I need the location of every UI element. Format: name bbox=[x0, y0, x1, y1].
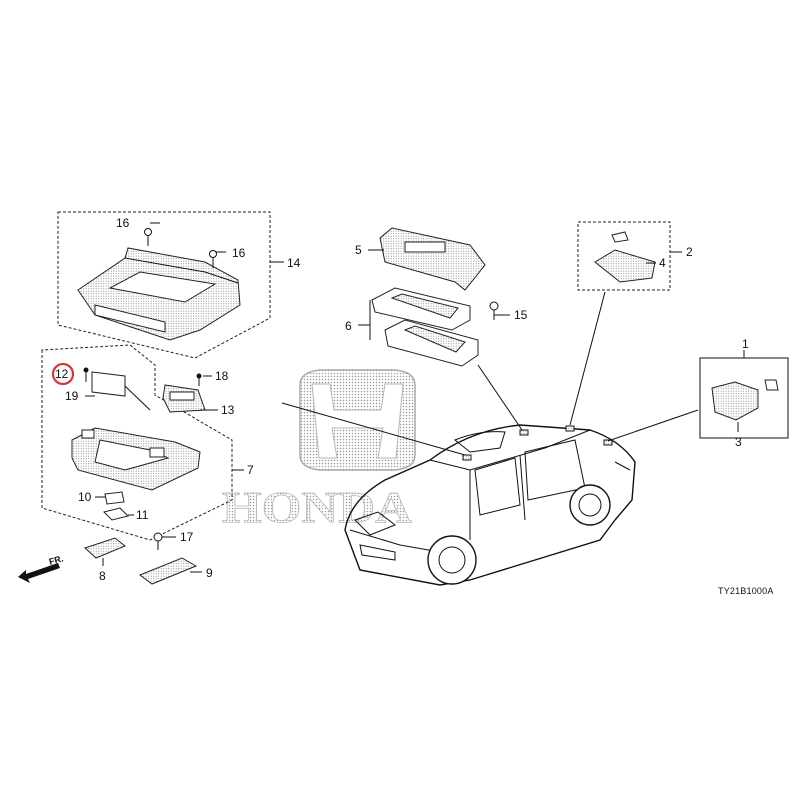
honda-logo-watermark bbox=[299, 369, 416, 471]
clip-icon-top bbox=[144, 228, 152, 236]
overhead-console-group bbox=[57, 211, 271, 359]
center-lamp-group bbox=[371, 227, 499, 367]
callout-10[interactable]: 10 bbox=[78, 490, 92, 504]
vanity-lamp-group bbox=[699, 357, 789, 439]
callout-5[interactable]: 5 bbox=[355, 243, 362, 257]
callout-16-top[interactable]: 16 bbox=[116, 216, 130, 230]
callout-12[interactable]: 12 bbox=[55, 367, 69, 381]
callout-18[interactable]: 18 bbox=[215, 369, 229, 383]
console-unit-group bbox=[41, 344, 233, 541]
clip-icon-right bbox=[209, 250, 217, 258]
callout-15[interactable]: 15 bbox=[514, 308, 528, 322]
callout-7[interactable]: 7 bbox=[247, 463, 254, 477]
diagram-code: TY21B1000A bbox=[718, 586, 774, 596]
part-8-light bbox=[84, 537, 126, 559]
map-light-group bbox=[577, 221, 671, 291]
callout-19[interactable]: 19 bbox=[65, 389, 79, 403]
callout-2[interactable]: 2 bbox=[686, 245, 693, 259]
leader-lines bbox=[85, 222, 745, 573]
part-9-light bbox=[138, 557, 198, 585]
callout-3[interactable]: 3 bbox=[735, 435, 742, 449]
screw-17 bbox=[153, 532, 163, 550]
callout-13[interactable]: 13 bbox=[221, 403, 235, 417]
callout-12-highlight bbox=[51, 362, 75, 386]
callout-17[interactable]: 17 bbox=[180, 530, 194, 544]
honda-wordmark: HONDA bbox=[222, 483, 412, 532]
callout-16-right[interactable]: 16 bbox=[232, 246, 246, 260]
front-direction-arrow: FR. bbox=[18, 553, 64, 583]
vehicle-illustration bbox=[344, 424, 636, 586]
callout-4[interactable]: 4 bbox=[659, 256, 666, 270]
svg-text:FR.: FR. bbox=[48, 553, 65, 567]
callout-14[interactable]: 14 bbox=[287, 256, 301, 270]
callout-1[interactable]: 1 bbox=[742, 337, 749, 351]
callout-9[interactable]: 9 bbox=[206, 566, 213, 580]
callout-11[interactable]: 11 bbox=[136, 508, 149, 522]
callout-8[interactable]: 8 bbox=[99, 569, 106, 583]
callout-6[interactable]: 6 bbox=[345, 319, 352, 333]
